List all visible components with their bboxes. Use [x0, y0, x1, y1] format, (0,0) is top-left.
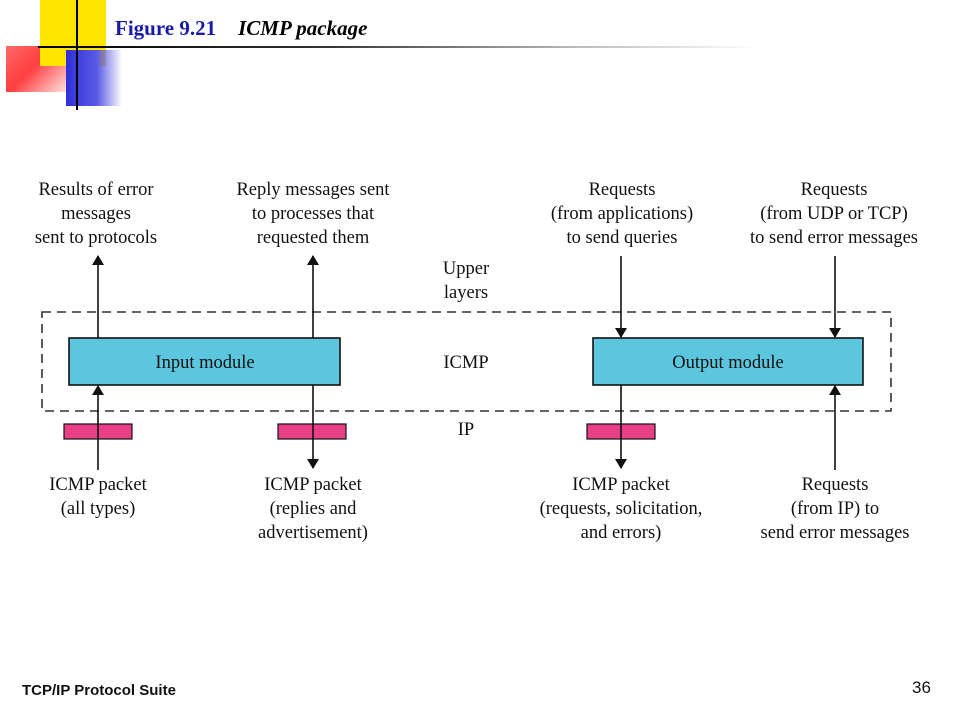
replies-label-line3: advertisement)	[258, 523, 368, 543]
results-label-line3: sent to protocols	[35, 228, 157, 248]
corner-decoration-vertical-line	[76, 0, 78, 110]
replies-label-line2: (replies and	[270, 499, 358, 519]
replies-label-line1: ICMP packet	[264, 475, 362, 495]
requests-apps-label-line2: (from applications)	[551, 204, 693, 224]
requests-apps-label-line1: Requests	[589, 180, 656, 200]
requests-apps-label-line3: to send queries	[567, 228, 678, 248]
page-number: 36	[912, 678, 931, 697]
from-ip-label-line3: send error messages	[761, 523, 910, 543]
upper-layers-label-line2: layers	[444, 283, 488, 303]
corner-decoration-blue	[66, 50, 122, 106]
requests-packet-label-line2: (requests, solicitation,	[540, 499, 703, 519]
reply-label-line3: requested them	[257, 228, 370, 248]
results-label-line1: Results of error	[38, 180, 153, 200]
figure-number: Figure 9.21	[115, 16, 217, 40]
footer-title: TCP/IP Protocol Suite	[22, 682, 176, 699]
results-label-line2: messages	[61, 204, 131, 224]
all-types-label-line1: ICMP packet	[49, 475, 147, 495]
requests-udp-label-line1: Requests	[801, 180, 868, 200]
requests-udp-label-line2: (from UDP or TCP)	[760, 204, 908, 224]
requests-udp-label-line3: to send error messages	[750, 228, 918, 248]
icmp-layer-label: ICMP	[443, 353, 488, 373]
icmp-layer-boundary	[41, 311, 892, 412]
ip-layer-label: IP	[458, 420, 474, 440]
icmp-packet-replies	[277, 423, 347, 440]
requests-packet-label-line3: and errors)	[581, 523, 662, 543]
all-types-label-line2: (all types)	[61, 499, 136, 519]
slide-title: Figure 9.21 ICMP package	[115, 16, 367, 41]
output-module-box	[592, 337, 864, 386]
upper-layers-label-line1: Upper	[443, 259, 489, 279]
reply-label-line2: to processes that	[252, 204, 375, 224]
from-ip-label-line2: (from IP) to	[791, 499, 879, 519]
requests-packet-label-line1: ICMP packet	[572, 475, 670, 495]
input-module-box	[68, 337, 341, 386]
input-module-label: Input module	[155, 353, 254, 373]
output-module-label: Output module	[672, 353, 784, 373]
from-ip-label-line1: Requests	[802, 475, 869, 495]
figure-title: ICMP package	[238, 16, 368, 40]
title-underline	[38, 46, 758, 48]
reply-label-line1: Reply messages sent	[236, 180, 390, 200]
